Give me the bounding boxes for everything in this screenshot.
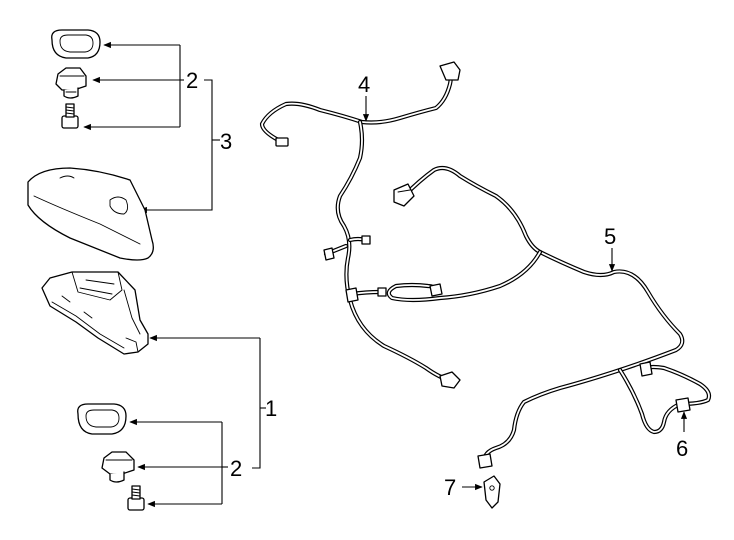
callout-2-top: 2 (186, 68, 198, 93)
bracket-7 (483, 475, 501, 509)
antenna-base-bottom (101, 451, 135, 483)
callout-5: 5 (604, 224, 616, 249)
callout-4: 4 (358, 72, 370, 97)
screw-bottom (127, 485, 145, 511)
leader-3 (139, 79, 220, 214)
harness-4 (259, 61, 461, 389)
leader-2-bottom (129, 418, 228, 508)
screw-top (61, 103, 79, 129)
gasket-bottom (77, 403, 127, 435)
callout-1: 1 (265, 396, 277, 421)
antenna-base-top (55, 67, 87, 99)
harness-5 (386, 165, 685, 469)
leader-1 (149, 334, 266, 469)
antenna-cover (27, 167, 154, 261)
callout-6: 6 (676, 436, 688, 461)
harness-6 (617, 361, 712, 435)
callout-2-bottom: 2 (230, 456, 242, 481)
callout-7: 7 (444, 475, 456, 500)
callout-3: 3 (220, 129, 232, 154)
gasket-top (51, 29, 101, 59)
leader-2-top (83, 41, 184, 131)
antenna-assembly (41, 271, 149, 355)
